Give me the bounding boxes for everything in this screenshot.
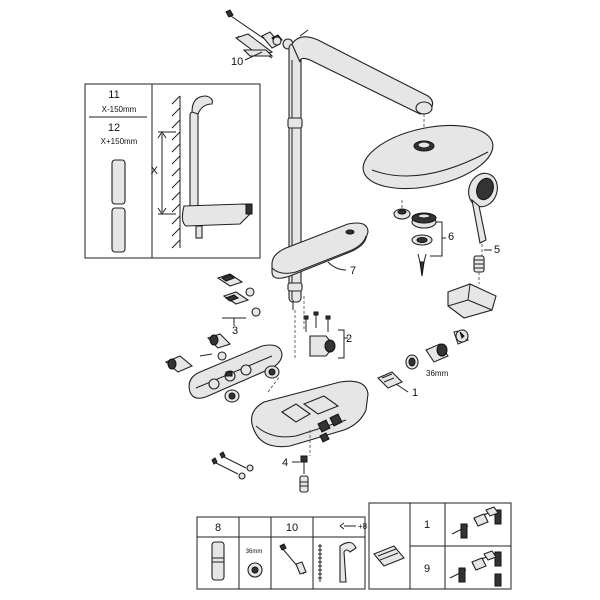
glass-shelf [271,222,369,279]
dimension-x-label: X [151,165,159,177]
spare-parts-table [196,516,366,590]
thermostat-body [251,375,369,456]
item-12-size: X+150mm [101,137,138,146]
callout-4: 4 [282,457,288,469]
rail-length-inset [84,83,261,259]
callout-6: 6 [448,231,454,243]
hand-shower [468,172,498,256]
screws-part-2 [303,296,348,359]
table-row-1: 1 [424,519,430,531]
callout-2: 2 [346,333,352,345]
table-row-9: 9 [424,563,430,575]
eccentric-fittings [164,333,232,373]
riser-rail [287,43,303,360]
wrench-size-label: 36mm [426,369,449,378]
connector-table [368,502,512,590]
inlet-assembly-1 [377,329,469,389]
item-11-number: 11 [108,89,119,101]
overhead-shower-head [362,124,494,190]
overhead-arm [291,36,434,128]
fixing-screws-4 [211,451,309,493]
callout-10: 10 [231,56,243,68]
callout-5: 5 [494,244,500,256]
callout-1: 1 [412,387,418,399]
wall-anchor-screws [225,9,309,59]
connector-set-3 [216,273,261,326]
hand-shower-connector [473,255,485,284]
control-plate [188,344,283,403]
shower-head-inserts [393,200,437,277]
table-col-8: 8 [215,522,221,534]
table-adjust-label: +8 [358,522,368,531]
callout-3: 3 [232,325,238,337]
item-11-size: X-150mm [102,105,137,114]
table-nut-size: 36mm [246,549,263,555]
item-12-number: 12 [108,122,120,134]
callout-7: 7 [350,265,356,277]
table-col-10: 10 [286,522,298,534]
hand-shower-holder [447,283,497,319]
